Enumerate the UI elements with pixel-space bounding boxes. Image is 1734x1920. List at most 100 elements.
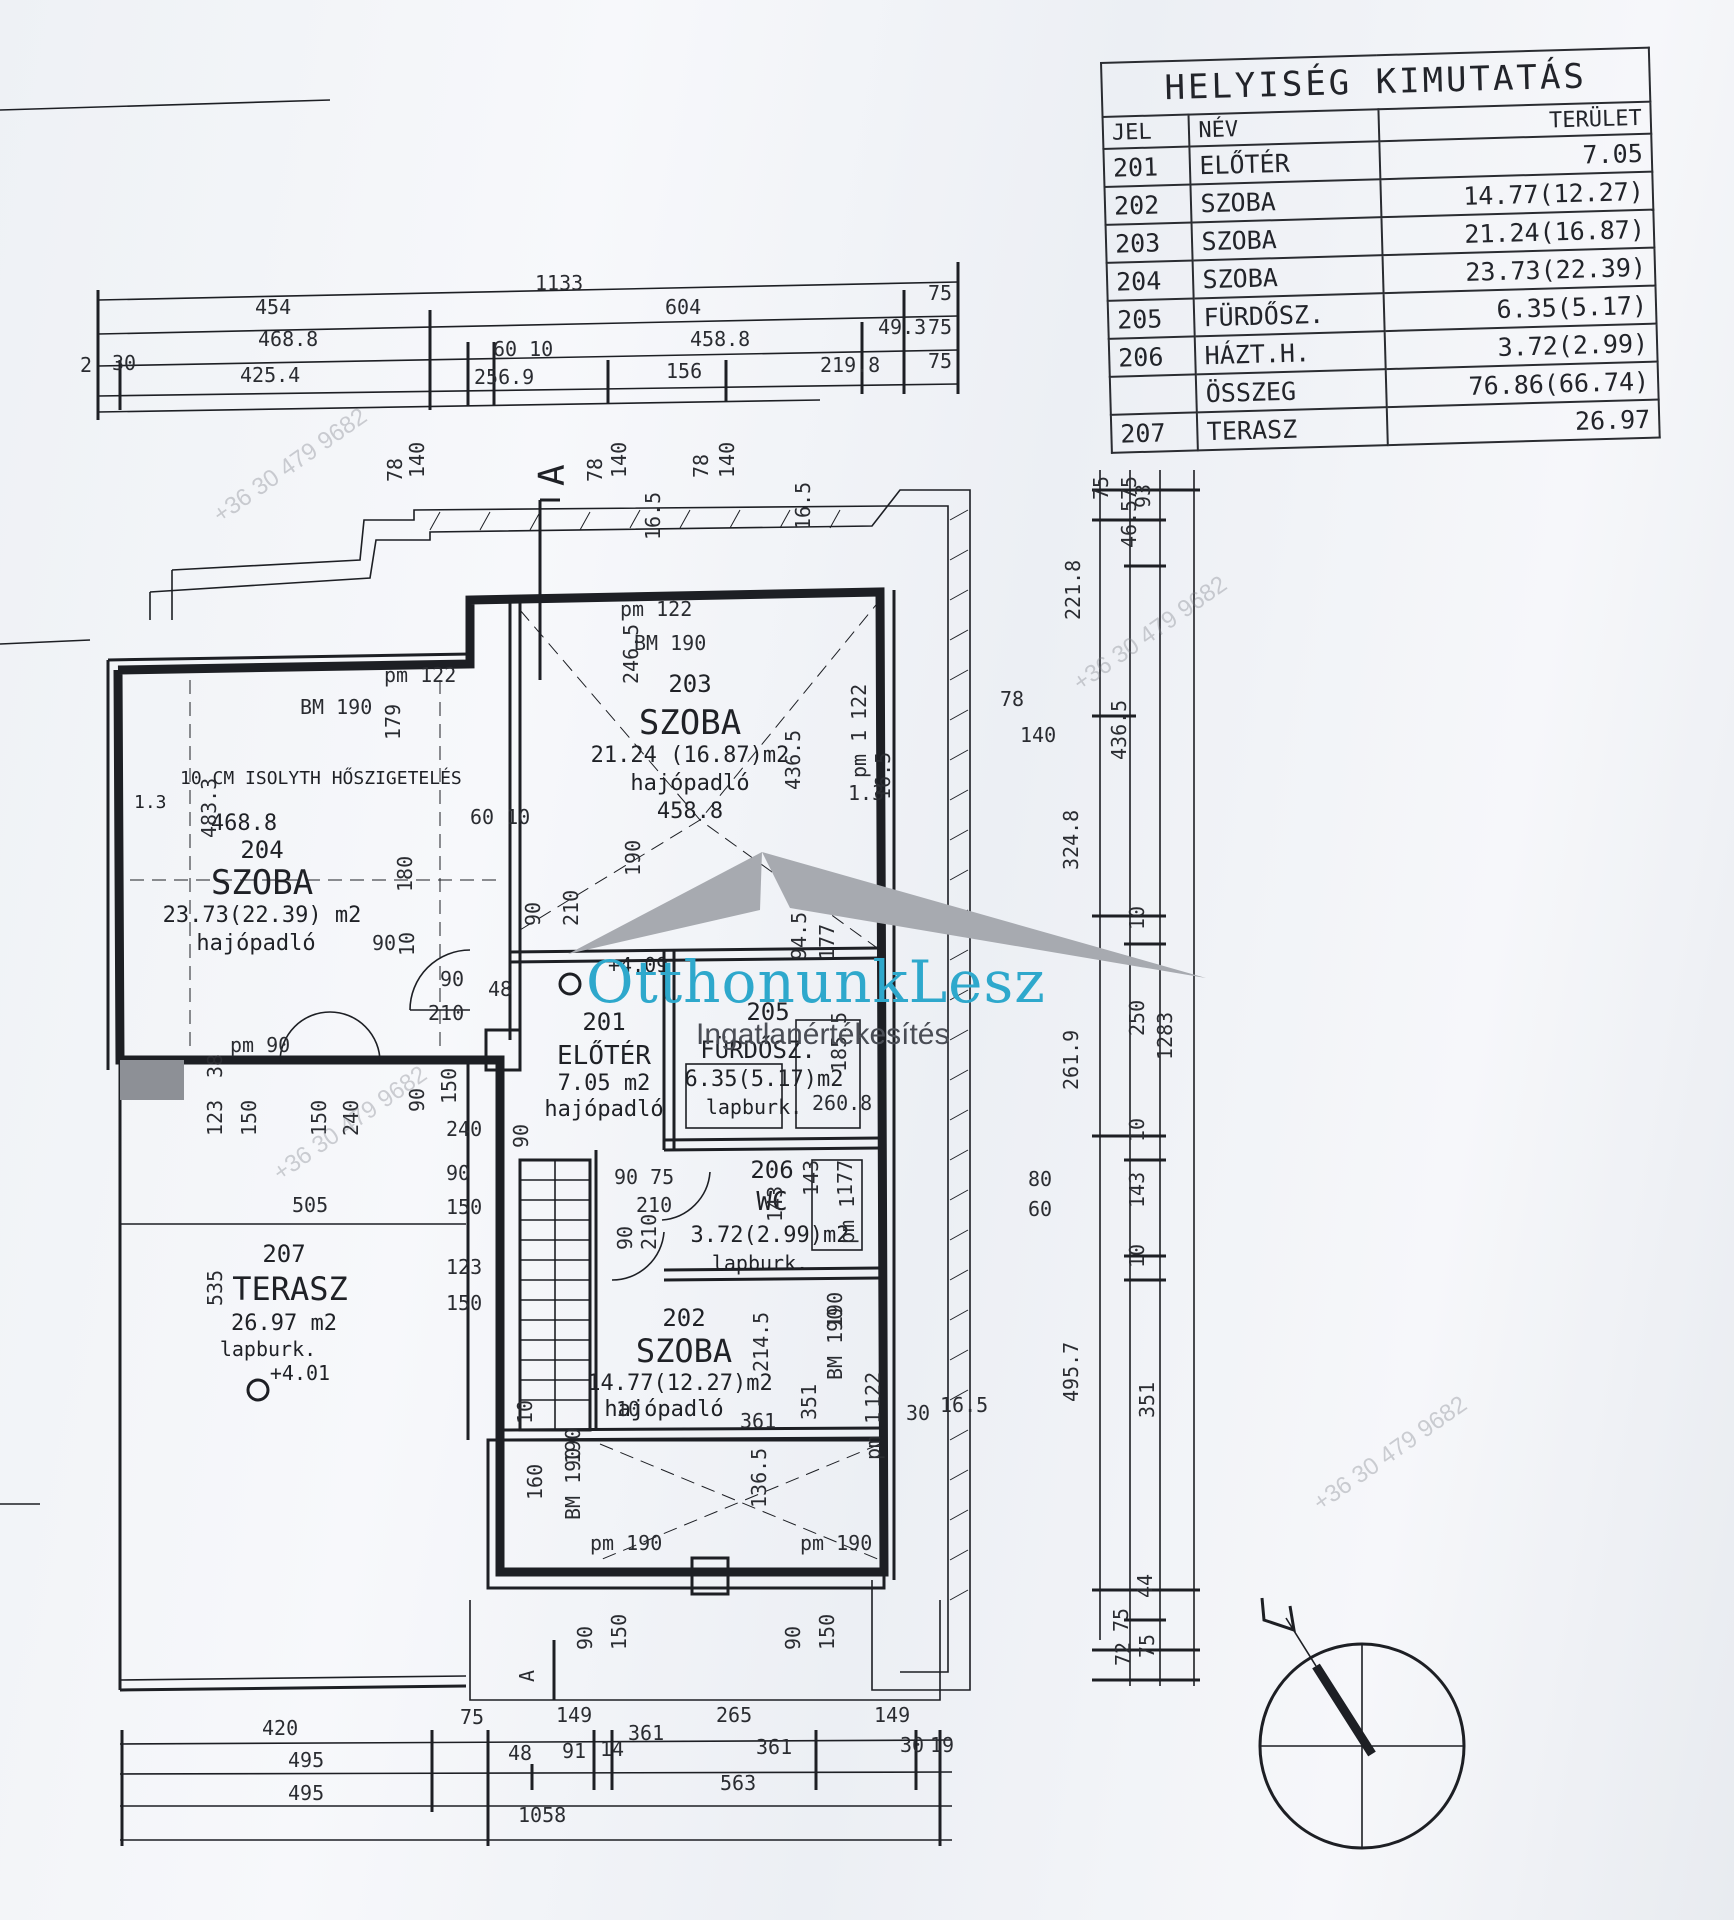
room-207-floor: lapburk.	[220, 1337, 316, 1361]
cell-nev: TERASZ	[1197, 407, 1388, 451]
dimension-label-rightv: 10	[1125, 1244, 1149, 1268]
dimension-label-rightv: 75	[1109, 1608, 1133, 1632]
entry-level-label: +4.09	[608, 953, 668, 977]
room-202-floor: hajópadló	[604, 1397, 723, 1422]
cell-jel: 203	[1105, 222, 1194, 263]
dimension-label-rightv: 261.9	[1059, 1030, 1083, 1090]
insulation-note: 10 CM ISOLYTH HŐSZIGETELÉS	[180, 767, 462, 789]
column-hatch	[120, 1060, 184, 1100]
cell-nev: ELŐTÉR	[1189, 141, 1381, 185]
dimension-label-inner: 16.5	[791, 482, 815, 530]
dimension-label-top: 425.4	[240, 363, 300, 387]
dimension-label-rightv: 75	[1089, 476, 1113, 500]
dimension-label-inner: 143	[799, 1160, 823, 1196]
dimension-label-top: 60 10	[493, 337, 553, 361]
dimension-label-inner: 48	[488, 977, 512, 1001]
dimension-label-inner: 16.5	[641, 492, 665, 540]
dimension-label-inner: 60 10	[470, 805, 530, 829]
dimension-label-bottom: 48	[508, 1741, 532, 1765]
dimension-label-bottom: 563	[720, 1771, 756, 1795]
dimension-label-top: 75	[928, 281, 952, 305]
bottom-dimension-chains	[119, 1730, 953, 1846]
dimension-label-inner: 90	[613, 1226, 637, 1250]
dimension-label-inner: 180	[393, 856, 417, 892]
room-203-name: SZOBA	[639, 703, 741, 743]
dimension-label-inner: 535	[203, 1270, 227, 1306]
dimension-label-inner: pm 190	[800, 1531, 872, 1555]
dimension-label-inner: 10	[395, 932, 419, 956]
dimension-label-top: 458.8	[690, 327, 750, 351]
schedule-header-nev: NÉV	[1188, 109, 1380, 147]
cell-nev: SZOBA	[1190, 179, 1382, 223]
dimension-label-top: 1133	[535, 271, 583, 295]
dimension-label-bottom: 30	[900, 1733, 924, 1757]
room-201-number: 201	[582, 1008, 625, 1036]
dimension-label-rightv: 1283	[1153, 1012, 1177, 1060]
dimension-label-inner: 90	[509, 1124, 533, 1148]
dimension-label-bottom: 1058	[518, 1803, 566, 1827]
dimension-label-top: 604	[665, 295, 701, 319]
dimension-label-bottom: 361	[628, 1721, 664, 1745]
logo-brand-name: OtthonunkLesz	[586, 948, 1046, 1016]
cell-jel: 206	[1108, 336, 1197, 377]
room-207-level: +4.01	[270, 1361, 330, 1385]
dimension-label-right: 78	[1000, 687, 1024, 711]
dimension-label-rightv: 75	[1117, 476, 1141, 500]
dimension-label-inner: pm 90	[230, 1033, 290, 1057]
dimension-label-right: 140	[1020, 723, 1056, 747]
dimension-label-top: 454	[255, 295, 291, 319]
dimension-label-inner: 190	[561, 1428, 585, 1464]
dimension-label-inner: 94.5	[787, 912, 811, 960]
dimension-label-inner: 90 75	[614, 1165, 674, 1189]
dimension-label-top: 219.8	[820, 353, 880, 377]
shower-tray	[795, 1019, 861, 1129]
dimension-label-inner: 123	[203, 1100, 227, 1136]
dimension-label-inner: 1.3	[848, 781, 884, 805]
room-205-name: FÜRDŐSZ.	[700, 1034, 816, 1064]
room-207-number: 207	[262, 1240, 305, 1268]
dimension-label-inner: pm 1	[847, 730, 871, 778]
room-205-area: 6.35(5.17)m2	[685, 1067, 844, 1092]
cell-jel: 205	[1107, 298, 1196, 339]
dimension-label-rightv: 46.5	[1117, 500, 1141, 548]
dimension-label-top: 75	[928, 349, 952, 373]
dimension-label-top: 156	[666, 359, 702, 383]
dimension-label-inner: pm 190	[590, 1531, 662, 1555]
logo-tagline: Ingatlanértékesítés	[696, 1018, 950, 1051]
room-203-floor: hajópadló	[630, 771, 749, 796]
dimension-label-rightv: 351	[1135, 1382, 1159, 1418]
dimension-label-inner: 150	[437, 1068, 461, 1104]
lower-bay	[486, 1438, 886, 1590]
cell-jel	[1109, 374, 1198, 415]
dimension-label-inner: 143	[763, 1186, 787, 1222]
cell-jel: 207	[1110, 412, 1199, 453]
dimension-label-inner: 90	[781, 1626, 805, 1650]
cell-nev: ÖSSZEG	[1196, 369, 1387, 413]
room-labels: 203 SZOBA 21.24 (16.87)m2 hajópadló 458.…	[134, 464, 849, 1422]
dimension-label-top: 468.8	[258, 327, 318, 351]
dimension-label-inner: 122	[861, 1372, 885, 1408]
room-201-name: ELŐTÉR	[557, 1039, 651, 1071]
dimension-label-rightv: 221.8	[1061, 560, 1085, 620]
door-swings	[279, 949, 711, 1281]
dimension-label-inner: 361	[740, 1409, 776, 1433]
lower-eaves	[469, 1600, 941, 1701]
dimension-label-bottom: 14	[600, 1737, 624, 1761]
dimension-label-right: 60	[1028, 1197, 1052, 1221]
dimension-label-inner: 351	[797, 1384, 821, 1420]
dimension-label-inner: 214.5	[749, 1312, 773, 1372]
dimension-label-inner: 505	[292, 1193, 328, 1217]
top-dimension-chains	[96, 262, 960, 420]
room-203-width: 458.8	[657, 799, 723, 824]
dimension-label-inner: 210	[559, 890, 583, 926]
dimension-label-inner: A	[515, 1670, 539, 1682]
dimension-label-inner: 16.5	[940, 1393, 988, 1417]
dimension-label-inner: 90	[405, 1088, 429, 1112]
dimension-label-inner: BM 190	[300, 695, 372, 719]
room-205-floor: lapburk.	[706, 1095, 802, 1119]
room-204-area: 23.73(22.39) m2	[163, 903, 362, 928]
dimension-label-top: 2	[80, 353, 92, 377]
room-207-area: 26.97 m2	[231, 1311, 337, 1336]
